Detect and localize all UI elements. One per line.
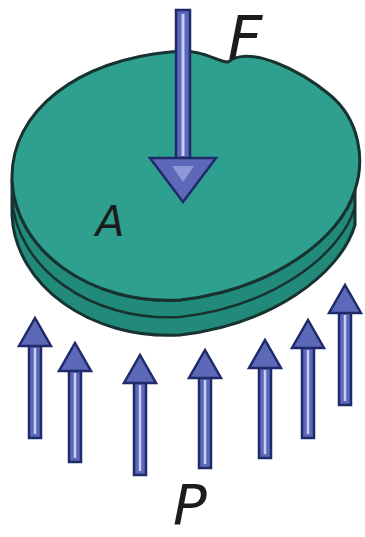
arrow-highlight (307, 350, 310, 434)
pressure-arrow-shaft (134, 381, 146, 475)
pressure-arrow-head (19, 318, 51, 346)
symbol-label: A (96, 201, 125, 243)
pressure-arrow-head (292, 320, 324, 348)
arrow-highlight (34, 348, 37, 434)
symbol-label: F (228, 8, 263, 68)
pressure-arrow-shaft (29, 344, 41, 438)
pressure-arrow-head (249, 340, 281, 368)
pressure-arrow-shaft (259, 366, 271, 458)
arrow-highlight (344, 315, 347, 401)
pressure-arrow-shaft (339, 311, 351, 405)
pressure-arrow-shaft (199, 376, 211, 468)
arrow-highlight (139, 385, 142, 471)
force-arrow (150, 10, 216, 202)
arrow-highlight (74, 373, 77, 458)
arrow-highlight (264, 370, 267, 454)
pressure-arrow-shaft (69, 369, 81, 462)
symbol-label: P (173, 477, 207, 533)
pressure-arrow-head (124, 355, 156, 383)
pressure-arrow-head (189, 350, 221, 378)
pressure-arrow-head (329, 285, 361, 313)
pressure-arrow-head (59, 343, 91, 371)
pressure-arrow-shaft (302, 346, 314, 438)
arrow-highlight (204, 380, 207, 464)
